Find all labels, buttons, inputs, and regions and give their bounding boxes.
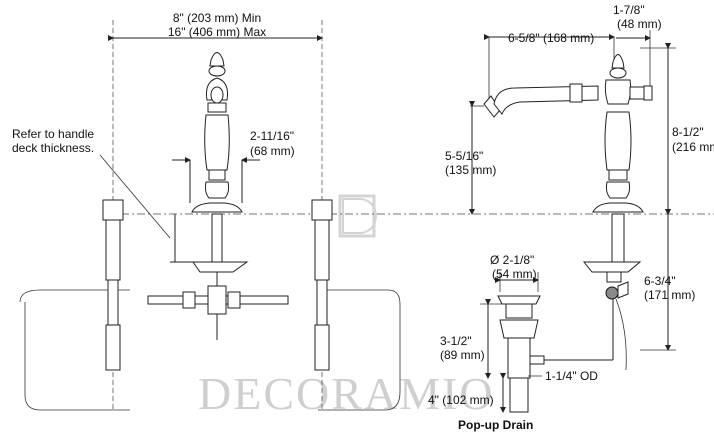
handle-note-line1: Refer to handle	[12, 127, 94, 141]
side-finial	[611, 54, 625, 69]
drain-pivot-port	[529, 355, 545, 365]
side-cap	[609, 67, 627, 79]
overall-height-mm: (216 mm)	[672, 140, 714, 154]
side-lever-knob	[643, 85, 653, 101]
side-view: 6-5/8" (168 mm) 1-7/8" (48 mm) 5-5/16" (…	[428, 3, 714, 432]
spout-ring	[208, 169, 226, 181]
side-mount-nut	[582, 261, 642, 273]
spout-cap	[208, 65, 226, 77]
drain-depth-label: 3-1/2"	[440, 334, 472, 348]
drain-stopper	[497, 295, 541, 305]
spout-aerator	[210, 86, 224, 104]
drain-depth-mm: (89 mm)	[440, 348, 485, 362]
spout-height-mm: (135 mm)	[445, 163, 496, 177]
right-valve-lower	[314, 324, 330, 371]
drain-nut	[499, 319, 539, 339]
spout-body	[204, 114, 230, 171]
spout-base-knob	[204, 181, 230, 199]
below-deck-label: 6-3/4"	[644, 274, 676, 288]
side-ring	[608, 169, 628, 181]
watermark: DECORAMIO	[198, 194, 495, 419]
side-supply-line	[615, 298, 627, 371]
left-valve-top	[102, 199, 124, 221]
side-body	[604, 111, 632, 171]
side-shank	[611, 213, 625, 263]
front-view: 8" (203 mm) Min 16" (406 mm) Max Refer t…	[12, 11, 401, 411]
reach-label: 6-5/8" (168 mm)	[508, 31, 594, 45]
right-valve-body	[314, 219, 330, 281]
popup-drain-caption: Pop-up Drain	[458, 418, 533, 432]
manifold-fitting-left	[182, 291, 196, 309]
basin-outline-left	[19, 289, 130, 411]
drain-tailpiece	[509, 377, 529, 413]
overall-height-label: 8-1/2"	[672, 125, 704, 139]
side-escutcheon	[592, 202, 644, 213]
drain-dia-label: Ø 2-1/8"	[490, 253, 534, 267]
top-offset-label: 1-7/8"	[613, 3, 645, 17]
spout-shank	[211, 213, 223, 263]
left-valve-body	[105, 219, 121, 281]
side-spout-band	[569, 83, 583, 103]
spout-finial	[209, 52, 225, 67]
manifold-tee	[207, 285, 227, 315]
drain-flange	[505, 303, 533, 319]
watermark-text: DECORAMIO	[198, 368, 495, 419]
right-valve-top	[311, 199, 333, 221]
handle-note-line2: deck thickness.	[12, 141, 94, 155]
spread-max-label: 16" (406 mm) Max	[168, 25, 266, 39]
below-deck-mm: (171 mm)	[644, 288, 695, 302]
drain-length-label: 4" (102 mm)	[428, 393, 494, 407]
spout-collar	[207, 102, 227, 113]
top-offset-mm: (48 mm)	[617, 17, 662, 31]
spout-escutcheon	[191, 202, 243, 213]
handle-height-mm: (68 mm)	[250, 144, 295, 158]
basin-outline-right	[318, 289, 401, 411]
handle-note-leader	[99, 154, 171, 239]
drain-body	[507, 337, 531, 379]
side-base-knob	[605, 181, 631, 199]
spread-min-label: 8" (203 mm) Min	[173, 11, 261, 25]
side-valve-tab	[617, 281, 629, 299]
manifold-fitting-right	[227, 291, 241, 309]
side-head	[604, 79, 632, 105]
side-connector	[606, 271, 622, 283]
side-valve-dial	[605, 286, 619, 300]
left-valve-stem	[107, 279, 119, 326]
tailpiece-od-label: 1-1/4" OD	[545, 369, 598, 383]
drain-dia-mm: (54 mm)	[492, 267, 537, 281]
left-valve-lower	[105, 324, 121, 371]
side-lever	[629, 86, 645, 100]
spout-height-label: 5-5/16"	[445, 149, 483, 163]
spout-mount-nut	[192, 261, 249, 273]
handle-height-label: 2-11/16"	[250, 129, 294, 143]
right-valve-stem	[316, 279, 328, 326]
